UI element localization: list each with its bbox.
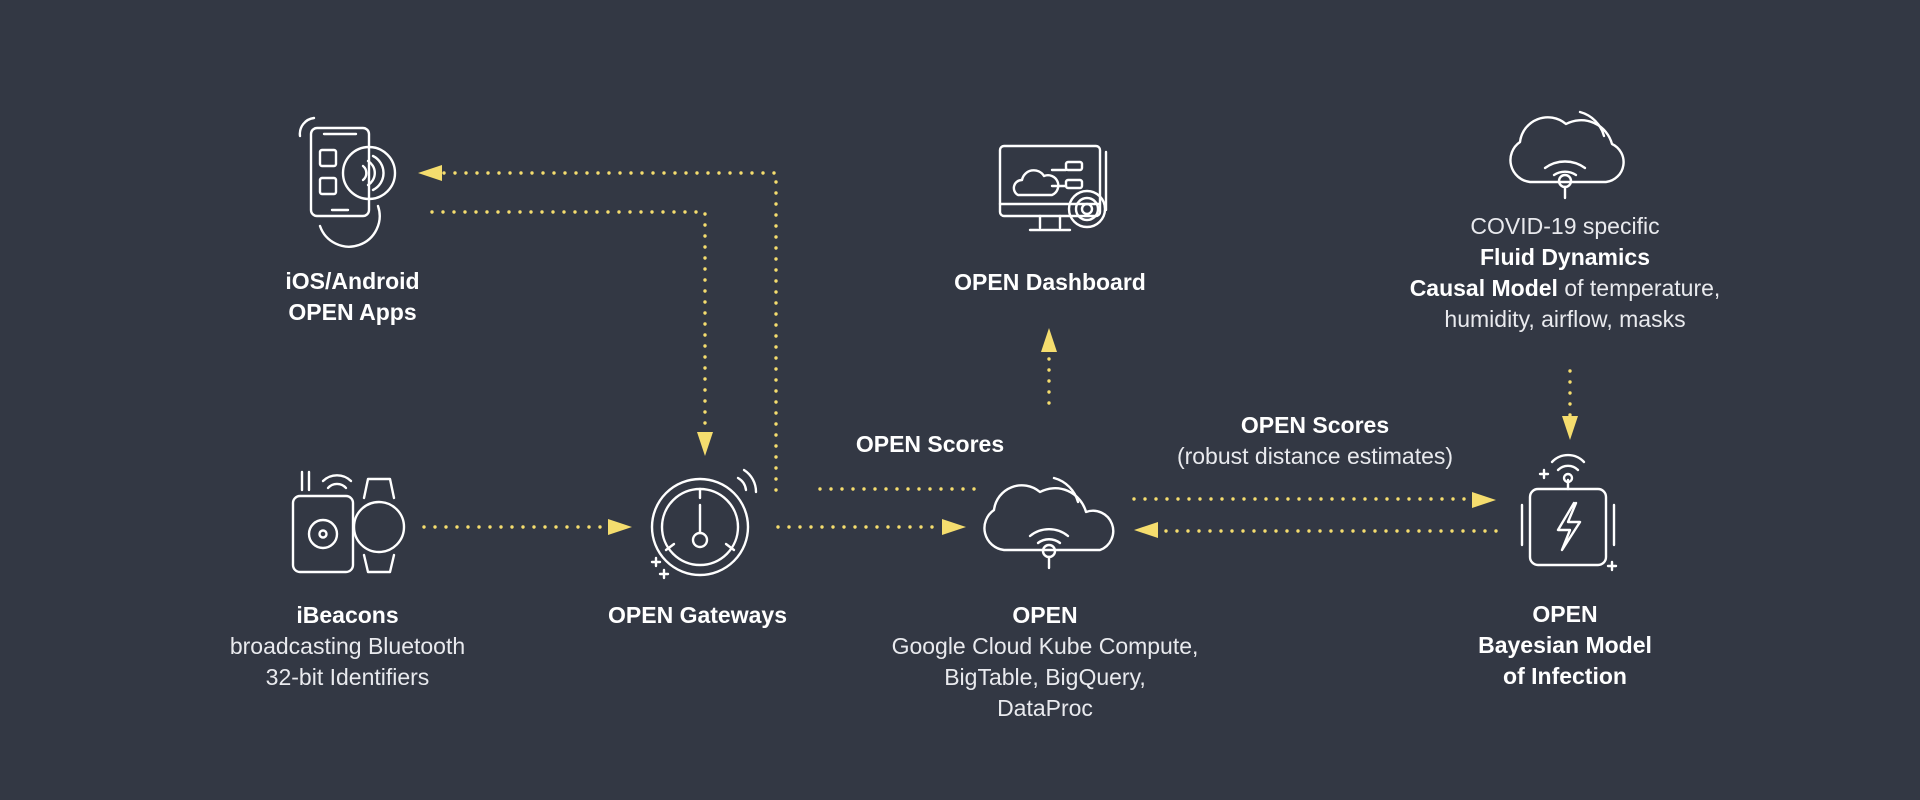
covid-line3-bold: Causal Model [1409,275,1558,301]
beacon-watch-icon [291,470,406,574]
cloud-line2: Google Cloud Kube Compute, [891,633,1199,659]
covid-line1: COVID-19 specific [1470,213,1660,239]
scores-right-sub: (robust distance estimates) [1176,443,1454,469]
ibeacons-label: iBeacons broadcasting Bluetooth 32-bit I… [190,600,505,693]
cloud-label: OPEN Google Cloud Kube Compute, BigTable… [855,600,1235,724]
dashboard-label: OPEN Dashboard [910,267,1190,298]
power-device-icon [1520,453,1618,572]
gateway-gauge-icon [650,468,758,580]
scores-left-label: OPEN Scores [800,429,1060,460]
cloud-line4: DataProc [997,695,1093,721]
ibeacons-line3: 32-bit Identifiers [265,664,430,690]
covid-model-label: COVID-19 specific Fluid Dynamics Causal … [1380,211,1750,335]
arrow-covid-to-bayesian [1562,369,1578,440]
gateways-label: OPEN Gateways [570,600,825,631]
cloud-wifi-icon-top [1509,110,1625,200]
bayesian-line2: Bayesian Model [1478,632,1652,658]
bayesian-title: OPEN [1532,601,1598,627]
scores-left-title: OPEN Scores [855,431,1005,457]
dashboard-title: OPEN Dashboard [954,269,1146,295]
ibeacons-title: iBeacons [296,602,399,628]
cloud-line3: BigTable, BigQuery, [944,664,1146,690]
covid-line3-rest: of temperature, [1557,275,1721,301]
arrow-ibeacons-to-gateway [422,519,632,535]
arrow-gateway-to-apps [418,165,778,492]
apps-label-line1: iOS/Android [285,268,420,294]
covid-line3: Causal Model of temperature, [1380,273,1750,304]
cloud-wifi-icon [983,476,1115,570]
arrow-cloud-to-dashboard [1041,328,1057,405]
gateways-title: OPEN Gateways [608,602,787,628]
covid-line4: humidity, airflow, masks [1444,306,1686,332]
scores-right-title: OPEN Scores [1240,412,1390,438]
bayesian-label: OPEN Bayesian Model of Infection [1440,599,1690,692]
arrow-apps-to-gateway [430,210,713,456]
bayesian-line3: of Infection [1503,663,1627,689]
smartphone-nfc-icon [298,116,397,248]
arrow-gateway-to-cloud [776,519,966,535]
arrow-cloud-to-bayesian [1132,492,1496,508]
scores-right-label: OPEN Scores (robust distance estimates) [1140,410,1490,472]
monitor-cloud-dashboard-icon [998,144,1108,232]
ibeacons-line2: broadcasting Bluetooth [229,633,466,659]
apps-label-line2: OPEN Apps [288,299,417,325]
apps-label: iOS/Android OPEN Apps [240,266,465,328]
cloud-title: OPEN [1012,602,1078,628]
covid-line2: Fluid Dynamics [1480,244,1650,270]
arrow-bayesian-to-cloud [1134,522,1498,538]
